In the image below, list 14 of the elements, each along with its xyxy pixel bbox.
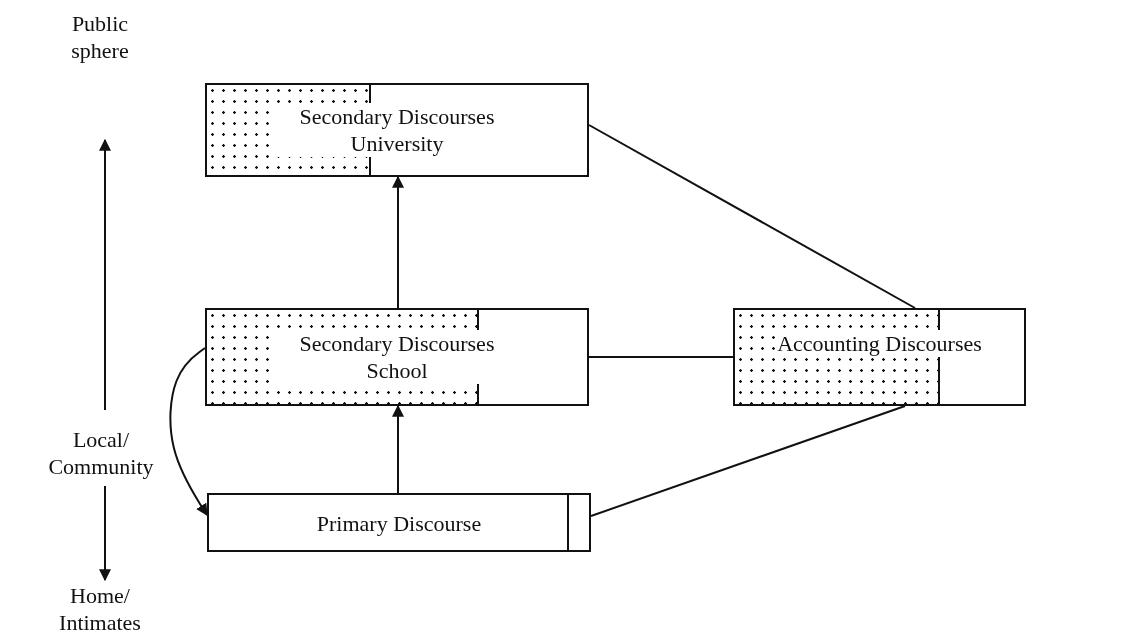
arrow [392,404,404,494]
discourse-box [205,83,589,177]
discourse-box [207,493,591,552]
connector-line [590,405,906,517]
arrow [169,347,208,516]
axis-label: Local/ Community [47,426,155,480]
axis-label: Home/ Intimates [58,582,142,636]
arrow [392,175,404,309]
discourse-box [733,308,1026,406]
box-label: Accounting Discourses [777,330,982,357]
discourse-box [205,308,589,406]
axis-label: Public sphere [70,10,130,64]
connector-line [588,124,916,309]
connector-line [588,356,734,358]
